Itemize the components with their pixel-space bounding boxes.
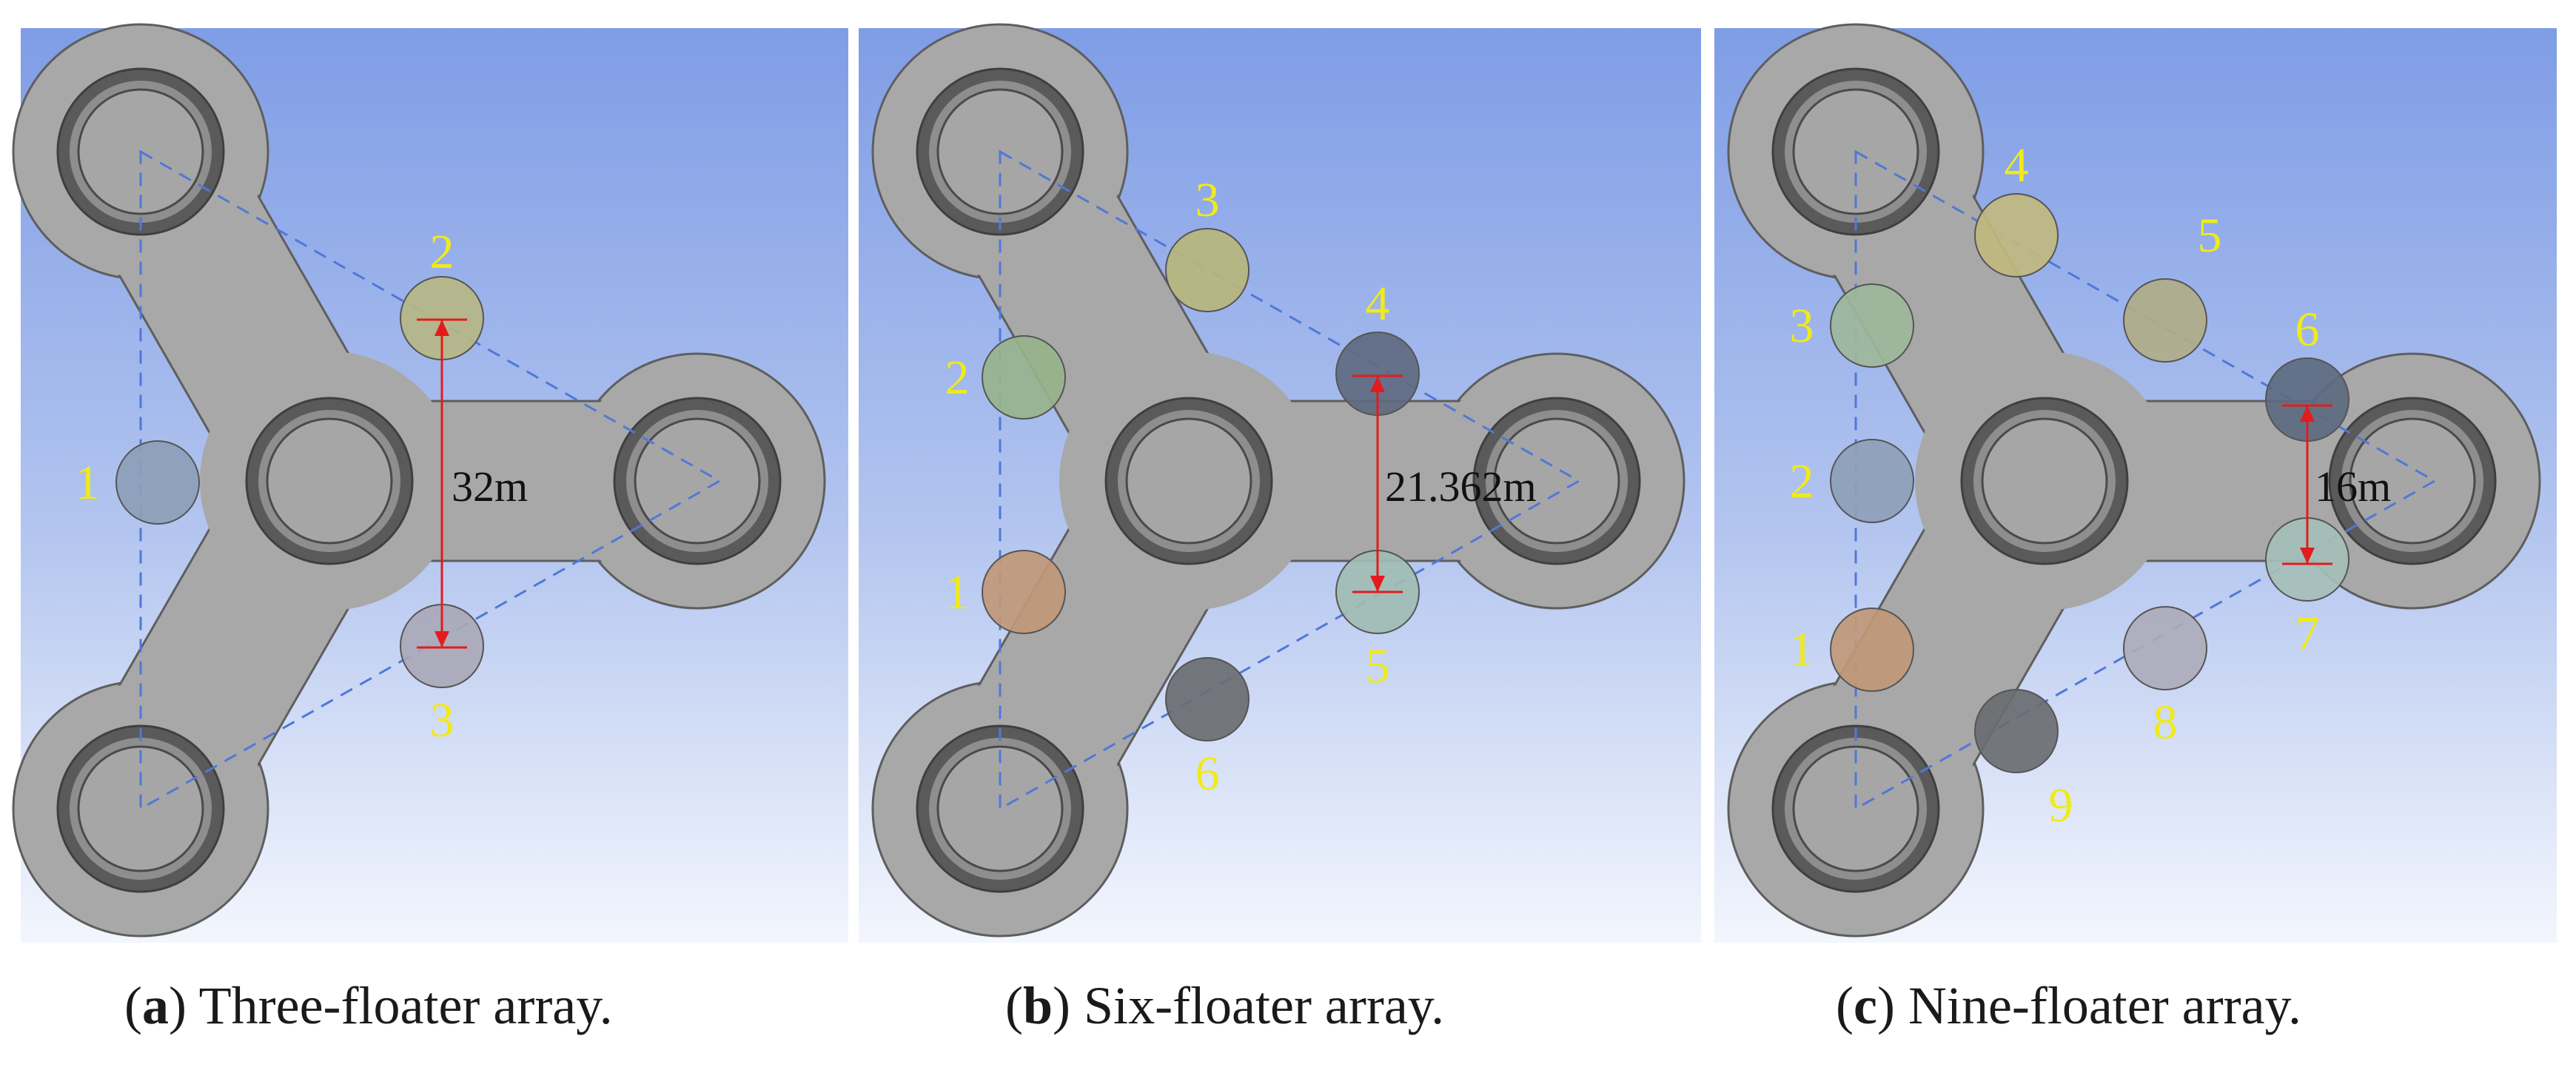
panel-a-floater-label-1: 1	[76, 456, 100, 510]
panel-c-floater-label-5: 5	[2198, 209, 2222, 263]
panel-b-floater-1	[982, 550, 1066, 634]
column-top-2	[1792, 745, 1919, 872]
panel-c-arrowhead-top	[2300, 406, 2315, 422]
panel-c-floater-label-7: 7	[2295, 607, 2320, 661]
panel-c-floater-2	[1830, 439, 1914, 523]
panel-a-arrowhead-bottom	[435, 631, 449, 647]
panel-a-arrowhead-top	[435, 320, 449, 336]
caption-c-letter: c	[1853, 976, 1877, 1035]
panel-b-dimension-label: 21.362m	[1385, 462, 1537, 511]
column-top-3	[1125, 417, 1252, 545]
panel-b: 1 2 3 4 5 6 21.362m	[859, 23, 1701, 943]
panel-b-arrowhead-top	[1370, 376, 1385, 392]
panel-a-floater-label-3: 3	[430, 693, 455, 747]
panel-c-floater-label-9: 9	[2049, 778, 2073, 832]
panel-c-floater-label-2: 2	[1790, 454, 1814, 508]
panel-b-floater-label-4: 4	[1366, 277, 1390, 331]
column-top-3	[1981, 417, 2108, 545]
panel-a: 1 2 3 32m	[12, 23, 848, 943]
caption-a-text: Three-floater array.	[198, 976, 613, 1035]
panel-b-arrowhead-bottom	[1370, 576, 1385, 592]
caption-a-letter: a	[141, 976, 169, 1035]
panel-b-floater-label-6: 6	[1195, 747, 1220, 801]
panel-b-floater-2	[982, 335, 1066, 420]
panel-b-floater-label-1: 1	[945, 565, 970, 619]
panel-b-floater-3	[1165, 228, 1250, 312]
panel-c: 1 2 3 4 5 6 7 8 9 16m	[1714, 23, 2557, 943]
caption-b-text: Six-floater array.	[1084, 976, 1445, 1035]
panel-b-floater-label-2: 2	[945, 351, 970, 405]
panel-c-floater-label-6: 6	[2295, 303, 2320, 357]
panel-c-floater-label-8: 8	[2153, 696, 2178, 750]
caption-a: (a) Three-floater array.	[124, 976, 613, 1035]
panel-b-floater-label-3: 3	[1195, 173, 1220, 227]
panel-c-dimension-label: 16m	[2315, 462, 2391, 511]
column-top-2	[77, 745, 204, 872]
panel-c-floater-3	[1830, 283, 1914, 368]
panel-c-floater-5	[2123, 278, 2207, 363]
panel-a-content: 1 2 3 32m	[12, 23, 826, 938]
panel-c-content: 1 2 3 4 5 6 7 8 9 16m	[1727, 23, 2541, 938]
panel-c-floater-1	[1830, 608, 1914, 692]
panel-a-floater-1	[115, 440, 200, 525]
column-top-3	[266, 417, 393, 545]
panel-c-floater-label-3: 3	[1790, 299, 1814, 353]
column-top-2	[936, 745, 1064, 872]
panel-c-arrowhead-bottom	[2300, 548, 2315, 564]
column-top-4	[634, 417, 761, 545]
panel-c-floater-4	[1974, 193, 2059, 277]
panel-c-floater-label-4: 4	[2005, 138, 2029, 192]
panel-b-content: 1 2 3 4 5 6 21.362m	[871, 23, 1686, 938]
panel-a-floater-label-2: 2	[430, 225, 455, 279]
caption-c-text: Nine-floater array.	[1908, 976, 2301, 1035]
caption-b-letter: b	[1022, 976, 1053, 1035]
panel-c-floater-9	[1974, 689, 2059, 773]
panel-c-floater-8	[2123, 606, 2207, 690]
panel-b-floater-6	[1165, 657, 1250, 741]
panel-c-floater-label-1: 1	[1790, 623, 1814, 677]
panel-a-dimension-label: 32m	[452, 462, 528, 511]
panel-b-floater-label-5: 5	[1366, 639, 1390, 693]
caption-b: (b) Six-floater array.	[1005, 976, 1445, 1035]
caption-c: (c) Nine-floater array.	[1836, 976, 2301, 1035]
